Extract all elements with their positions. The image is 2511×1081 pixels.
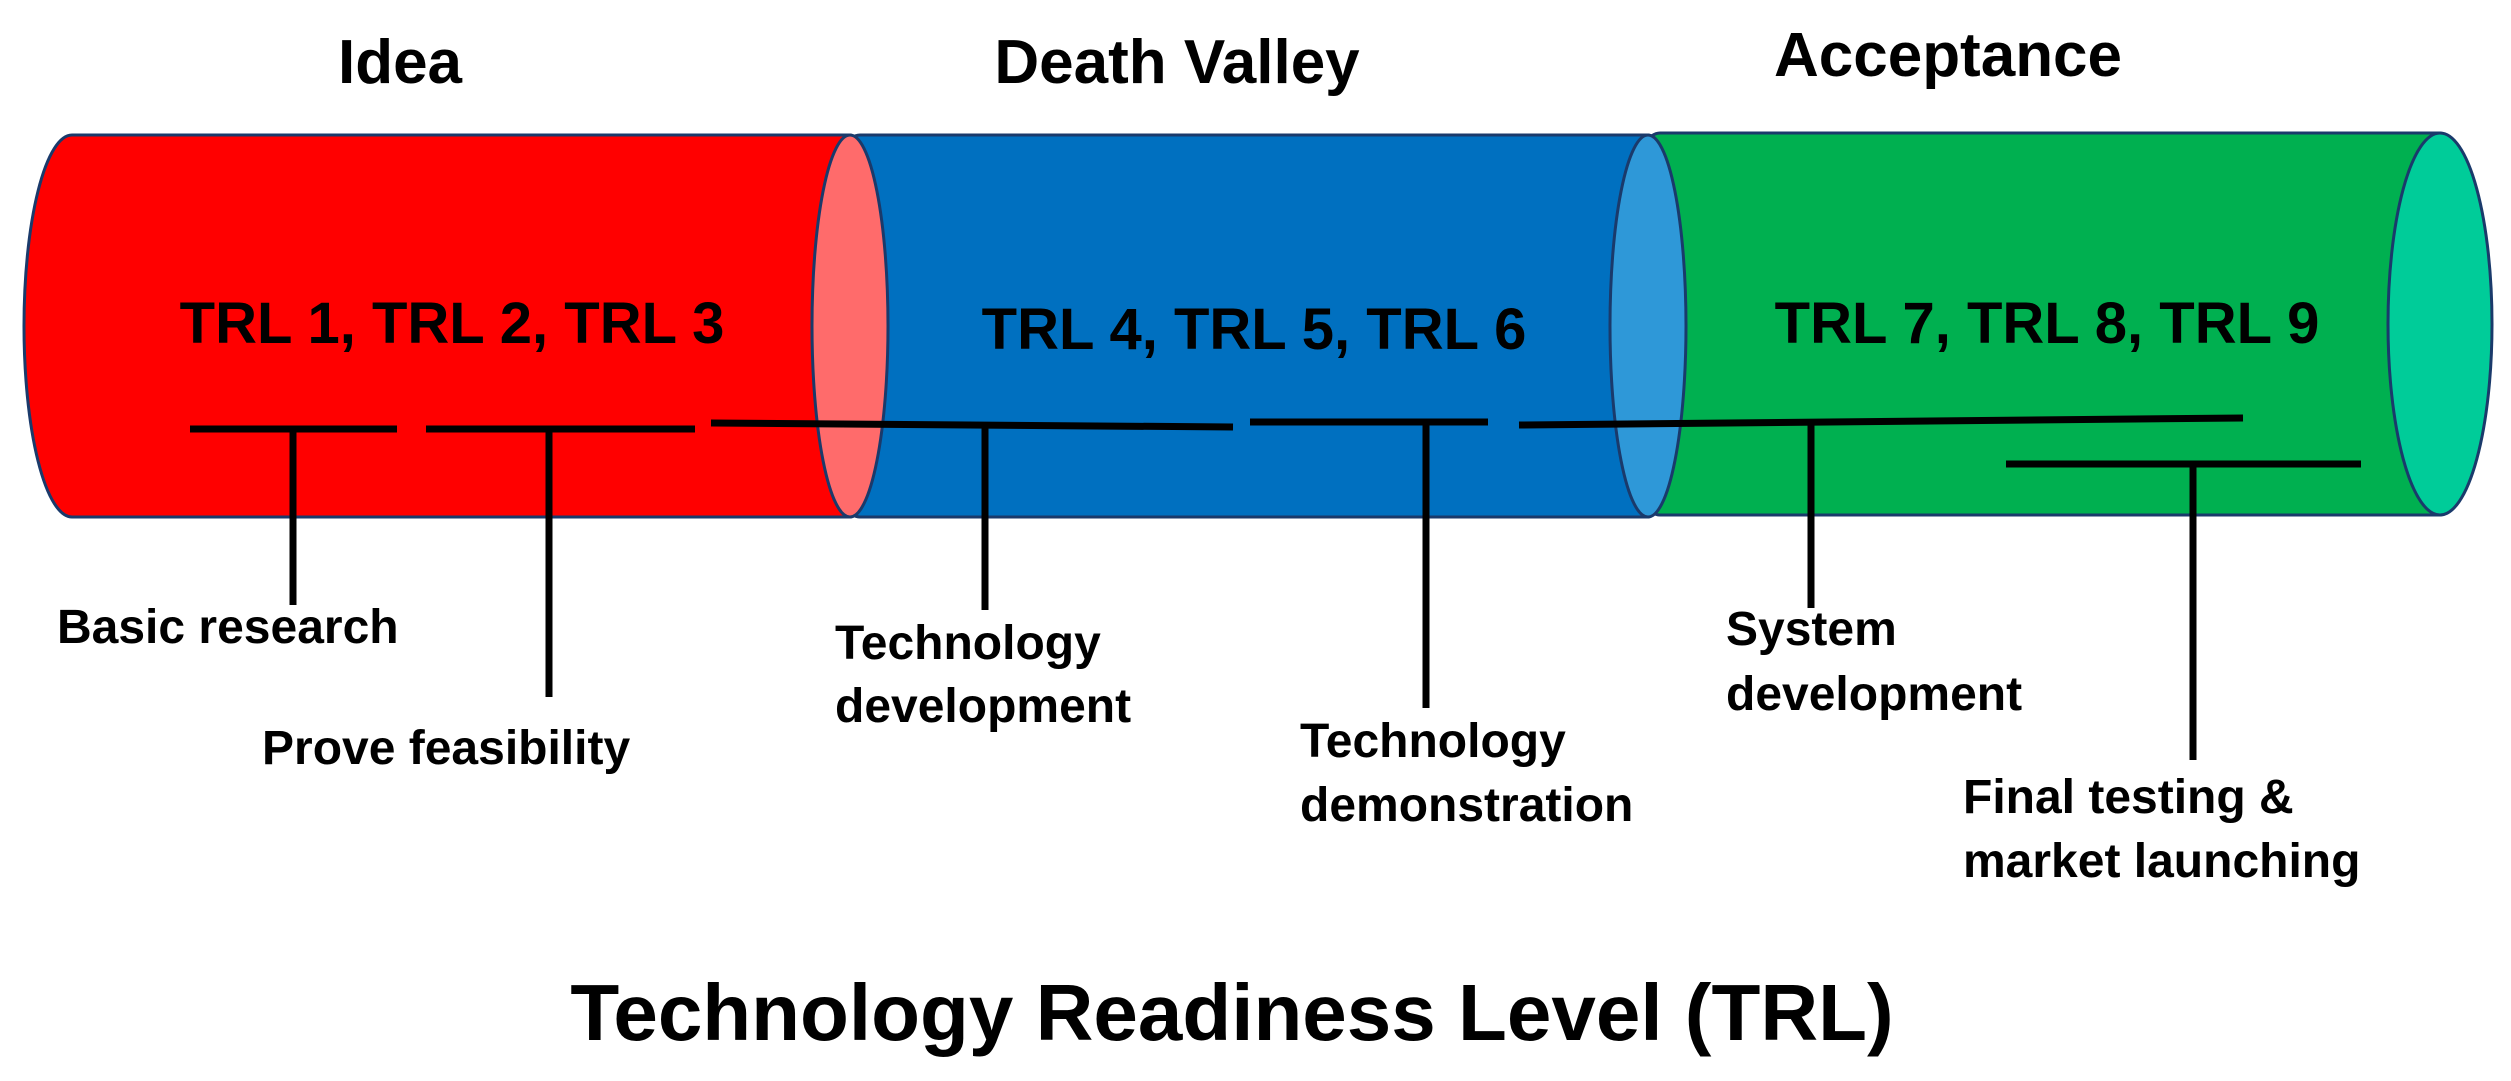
trl-label-death-valley: TRL 4, TRL 5, TRL 6 (982, 297, 1527, 362)
step-label-system-development-line-2: development (1726, 668, 2022, 721)
step-label-prove-feasibility-line-1: Prove feasibility (262, 722, 630, 775)
step-label-basic-research: Basic research (57, 601, 399, 654)
step-technology-demonstration-connector (1250, 418, 1488, 708)
step-label-technology-demonstration: Technology demonstration (1300, 715, 1633, 832)
step-label-prove-feasibility: Prove feasibility (262, 722, 630, 775)
step-technology-development-connector (710, 419, 1234, 610)
step-prove-feasibility-connector (426, 425, 695, 697)
acceptance-cylinder-cap (2386, 131, 2494, 517)
phase-title-death-valley: Death Valley (994, 28, 1360, 97)
phase-title-acceptance: Acceptance (1774, 21, 2122, 90)
idea-cylinder-cap (810, 133, 890, 519)
step-label-technology-development-line-2: development (835, 680, 1131, 733)
step-basic-research-connector (190, 425, 397, 605)
step-label-technology-development-line-1: Technology (835, 617, 1101, 670)
step-label-system-development-line-1: System (1726, 603, 1897, 656)
step-final-testing-connector (2006, 460, 2361, 760)
step-system-development-connector (1518, 414, 2244, 608)
step-label-technology-demonstration-line-2: demonstration (1300, 779, 1633, 832)
step-label-final-testing-line-1: Final testing & (1963, 771, 2294, 824)
step-label-final-testing-line-2: market launching (1963, 835, 2360, 888)
trl-label-acceptance: TRL 7, TRL 8, TRL 9 (1775, 291, 2320, 356)
step-label-final-testing: Final testing & market launching (1963, 771, 2360, 888)
step-label-basic-research-line-1: Basic research (57, 601, 399, 654)
diagram-title: Technology Readiness Level (TRL) (570, 968, 1893, 1057)
death-valley-cylinder-cap (1608, 133, 1688, 519)
trl-label-idea: TRL 1, TRL 2, TRL 3 (180, 291, 725, 356)
step-label-technology-development: Technology development (835, 617, 1131, 733)
step-label-technology-demonstration-line-1: Technology (1300, 715, 1566, 768)
step-label-system-development: System development (1726, 603, 2022, 721)
phase-title-idea: Idea (338, 28, 463, 97)
idea-cylinder-body (22, 133, 852, 519)
